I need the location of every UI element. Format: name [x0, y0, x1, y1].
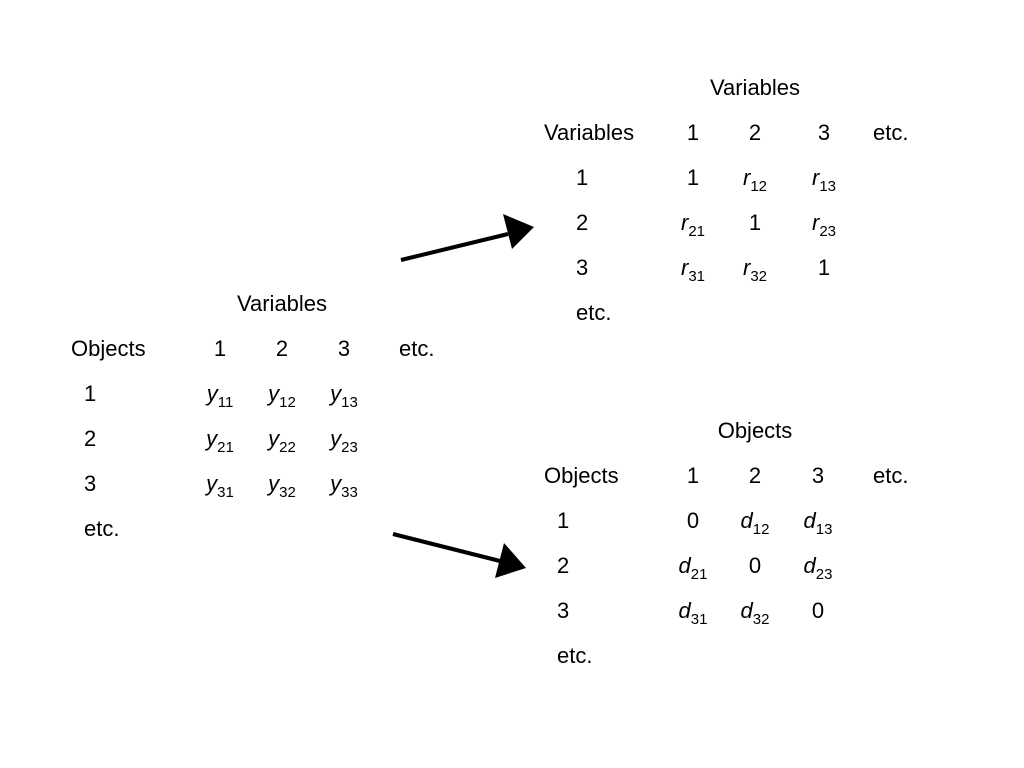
data-table-cell-y31: y31	[206, 471, 234, 501]
correlation-matrix-cell-r23: r23	[811, 210, 837, 240]
correlation-matrix-col-2: 2	[748, 120, 762, 145]
data-table-title: Variables	[236, 291, 328, 316]
distance-matrix-row-label-2: 2	[557, 553, 570, 578]
arrow-to-distance-matrix	[392, 532, 526, 578]
correlation-matrix-title: Variables	[709, 75, 801, 100]
correlation-matrix-cell-11: 1	[686, 165, 700, 190]
correlation-matrix-row-header: Variables	[544, 120, 635, 145]
distance-matrix-col-2: 2	[748, 463, 762, 488]
data-table-col-etc: etc.	[399, 336, 435, 361]
data-table-cell-y22: y22	[268, 426, 296, 456]
distance-matrix-row-label-3: 3	[557, 598, 570, 623]
data-table-cell-y32: y32	[268, 471, 296, 501]
data-table-cell-y21: y21	[206, 426, 234, 456]
distance-matrix-cell-d21: d21	[678, 553, 708, 583]
correlation-matrix-row-label-1: 1	[576, 165, 589, 190]
distance-matrix-cell-d31: d31	[678, 598, 708, 628]
arrow-to-correlation-matrix	[400, 214, 534, 262]
correlation-matrix-cell-33: 1	[817, 255, 831, 280]
data-table-col-2: 2	[275, 336, 289, 361]
correlation-matrix-cell-r32: r32	[742, 255, 768, 285]
correlation-matrix-row-label-3: 3	[576, 255, 589, 280]
correlation-matrix-cell-r31: r31	[680, 255, 706, 285]
distance-matrix-col-1: 1	[686, 463, 700, 488]
data-table-row-label-2: 2	[84, 426, 97, 451]
data-table-cell-y11: y11	[206, 381, 234, 411]
correlation-matrix-col-etc: etc.	[873, 120, 909, 145]
data-table-row-header: Objects	[71, 336, 146, 361]
data-table-cell-y12: y12	[268, 381, 296, 411]
data-table-row-label-1: 1	[84, 381, 97, 406]
data-table-row-label-3: 3	[84, 471, 97, 496]
correlation-matrix-col-3: 3	[817, 120, 831, 145]
distance-matrix-col-3: 3	[811, 463, 825, 488]
correlation-matrix-col-1: 1	[686, 120, 700, 145]
correlation-matrix-cell-r12: r12	[742, 165, 768, 195]
distance-matrix-cell-22: 0	[748, 553, 762, 578]
data-table-cell-y13: y13	[330, 381, 358, 411]
correlation-matrix-cell-r21: r21	[680, 210, 706, 240]
correlation-matrix-row-label-2: 2	[576, 210, 589, 235]
data-table-etc-row: etc.	[84, 516, 120, 541]
data-table-col-1: 1	[213, 336, 227, 361]
correlation-matrix-cell-r13: r13	[811, 165, 837, 195]
distance-matrix-cell-d32: d32	[740, 598, 770, 628]
distance-matrix-col-etc: etc.	[873, 463, 909, 488]
distance-matrix-title: Objects	[717, 418, 793, 443]
correlation-matrix-etc-row: etc.	[576, 300, 612, 325]
distance-matrix-row-label-1: 1	[557, 508, 570, 533]
distance-matrix-cell-d13: d13	[803, 508, 833, 538]
data-table-cell-y23: y23	[330, 426, 358, 456]
distance-matrix-cell-d12: d12	[740, 508, 770, 538]
distance-matrix-row-header: Objects	[544, 463, 619, 488]
distance-matrix-cell-33: 0	[811, 598, 825, 623]
correlation-matrix-cell-22: 1	[748, 210, 762, 235]
distance-matrix-cell-11: 0	[686, 508, 700, 533]
data-table-cell-y33: y33	[330, 471, 358, 501]
distance-matrix-etc-row: etc.	[557, 643, 593, 668]
distance-matrix-cell-d23: d23	[803, 553, 833, 583]
data-table-col-3: 3	[337, 336, 351, 361]
